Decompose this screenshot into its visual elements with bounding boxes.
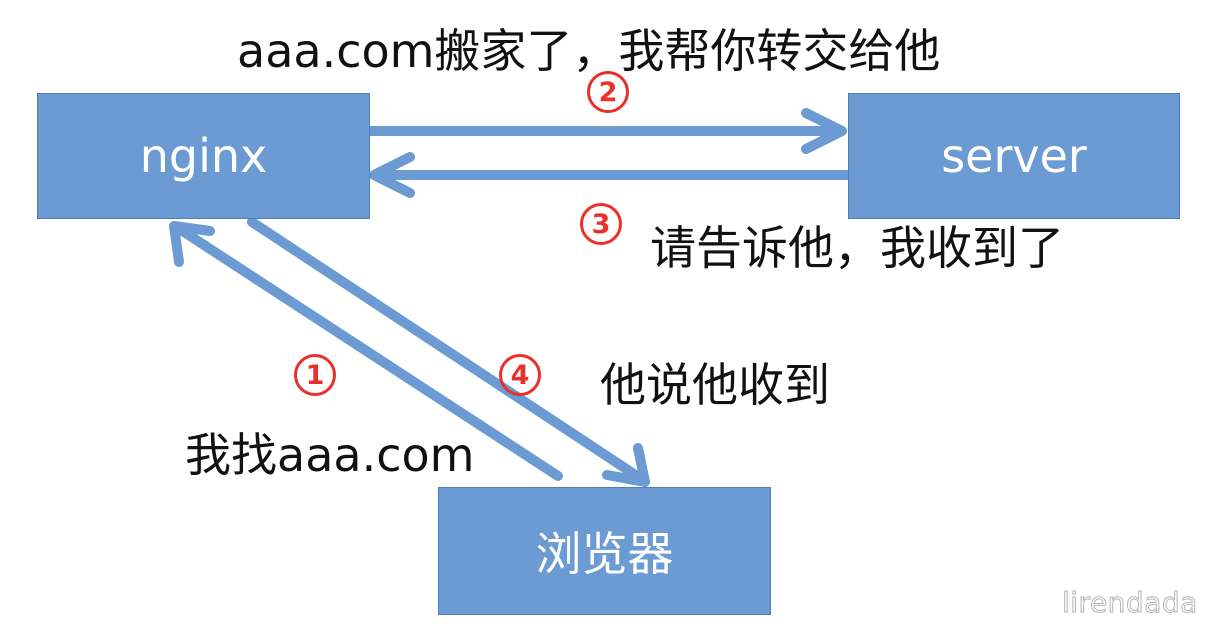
nginx-node: nginx [37, 93, 370, 219]
step-1-marker: 1 [294, 354, 336, 396]
step-3-marker: 3 [580, 203, 622, 245]
nginx-node-label: nginx [139, 129, 268, 183]
server-node: server [848, 93, 1180, 219]
server-node-label: server [941, 129, 1087, 183]
watermark: lirendada [1062, 586, 1198, 620]
step-2-label: aaa.com搬家了，我帮你转交给他 [237, 24, 941, 78]
arrow-browser-to-nginx [169, 221, 563, 481]
arrow-nginx-to-server [365, 108, 847, 154]
browser-node: 浏览器 [438, 487, 771, 615]
step-3-label: 请告诉他，我收到了 [650, 221, 1064, 275]
step-4-label: 他说他收到 [600, 358, 830, 412]
step-1-label: 我找aaa.com [185, 428, 475, 482]
arrow-server-to-nginx [369, 152, 853, 198]
browser-node-label: 浏览器 [535, 527, 674, 581]
arrow-nginx-to-browser [247, 217, 650, 487]
step-4-marker: 4 [499, 354, 541, 396]
step-2-marker: 2 [587, 71, 629, 113]
